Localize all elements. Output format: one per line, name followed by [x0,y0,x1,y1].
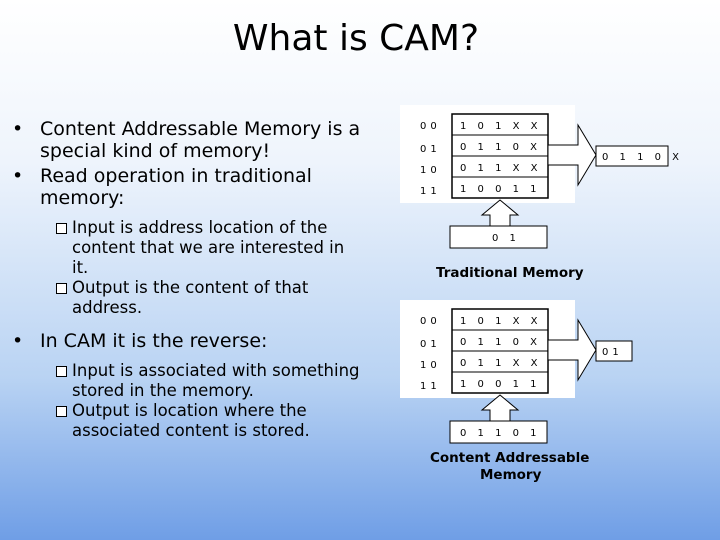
output-arrow-icon [547,123,597,187]
subbullet-text: it. [72,258,89,277]
subbullet-text: associated content is stored. [72,421,310,440]
checkbox-bullet-icon [56,406,67,417]
checkbox-bullet-icon [56,223,67,234]
bullet-cam-definition: • Content Addressable Memory is a specia… [12,118,397,162]
memory-cell: 1 0 0 1 1 [460,184,541,195]
memory-cell: 1 0 1 X X [460,316,542,327]
output-box [595,145,669,167]
output-box [595,340,633,362]
address-label: 01 [420,339,441,350]
bullet-dot: • [12,165,24,187]
output-value: 0 1 1 0 X [602,152,683,163]
bullet-read-operation: • Read operation in traditional memory: [12,165,397,209]
input-box [449,225,548,249]
bullet-dot: • [12,330,24,352]
subbullet-text: stored in the memory. [72,381,254,400]
address-label: 11 [420,381,441,392]
input-box [449,420,548,444]
cam-diagram: 00 01 10 11 1 0 1 X X 0 1 1 0 X 0 1 1 X … [400,300,633,483]
address-label: 00 [420,316,441,327]
address-label: 00 [420,121,441,132]
bullet-list: • Content Addressable Memory is a specia… [12,118,397,441]
bullet-text: special kind of memory! [40,140,271,162]
subbullet-text: content that we are interested in [72,238,345,257]
subbullet-output-content: Output is the content of that address. [12,278,397,318]
traditional-memory-diagram: 00 01 10 11 1 0 1 X X 0 1 1 0 X 0 1 1 X … [400,105,683,281]
bullet-dot: • [12,118,24,140]
subbullet-input-address: Input is address location of the content… [12,218,397,278]
checkbox-bullet-icon [56,283,67,294]
bullet-text: memory: [40,187,125,209]
memory-cell: 0 1 1 X X [460,358,542,369]
memory-cell: 1 0 1 X X [460,121,542,132]
bullet-text: Read operation in traditional [40,165,312,187]
memory-cell: 0 1 1 X X [460,163,542,174]
output-arrow-icon [547,318,597,382]
subbullet-text: address. [72,298,143,317]
diagram-caption: Content Addressable [430,450,589,466]
subbullet-text: Output is the content of that [72,278,309,297]
address-label: 11 [420,186,441,197]
subbullet-output-location: Output is location where the associated … [12,401,397,441]
input-arrow-icon [480,199,520,228]
memory-cell: 1 0 0 1 1 [460,379,541,390]
subbullet-text: Output is location where the [72,401,307,420]
bullet-cam-reverse: • In CAM it is the reverse: [12,330,397,352]
diagram-caption: Memory [480,467,542,483]
memory-cell: 0 1 1 0 X [460,142,541,153]
input-value: 0 1 [492,233,520,244]
diagram-caption: Traditional Memory [436,265,584,281]
memory-cell: 0 1 1 0 X [460,337,541,348]
input-value: 0 1 1 0 1 [460,428,541,439]
subbullet-text: Input is associated with something [72,361,360,380]
bullet-text: In CAM it is the reverse: [40,330,268,352]
checkbox-bullet-icon [56,366,67,377]
address-label: 01 [420,144,441,155]
input-arrow-icon [480,394,520,423]
slide-title: What is CAM? [232,18,480,59]
address-label: 10 [420,165,441,176]
memory-diagram: 00 01 10 11 1 0 1 X X 0 1 1 0 X 0 1 1 X … [400,105,683,483]
subbullet-text: Input is address location of the [72,218,328,237]
address-label: 10 [420,360,441,371]
output-value: 01 [602,347,623,358]
subbullet-input-associated: Input is associated with something store… [12,361,397,401]
bullet-text: Content Addressable Memory is a [40,118,361,140]
